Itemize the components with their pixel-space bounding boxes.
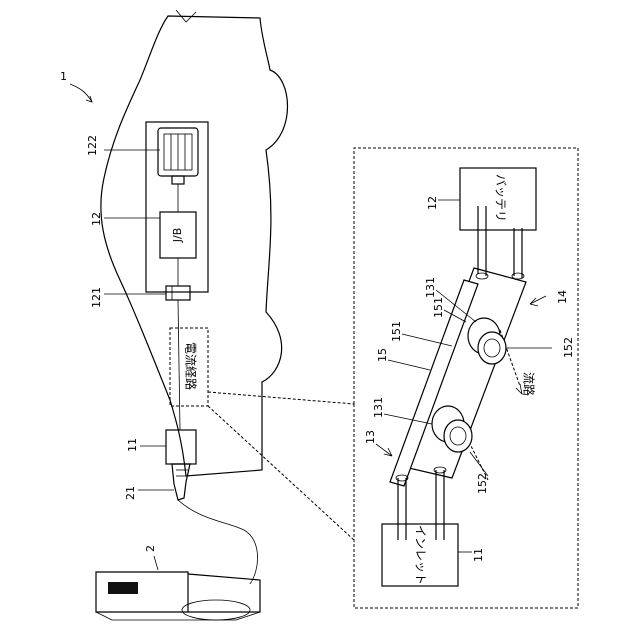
detail-battery: バッテリ <box>460 168 536 230</box>
vehicle-label-group: 1 <box>60 70 92 102</box>
label-131-b: 131 <box>372 397 385 418</box>
vehicle-label: 1 <box>60 70 67 83</box>
label-12-left: 12 <box>90 212 103 226</box>
battery-pack: J/B <box>146 122 208 300</box>
inlet <box>166 430 196 464</box>
inlet-text: インレット <box>414 525 428 585</box>
label-12-right: 12 <box>426 196 439 210</box>
charging-plug <box>172 464 258 584</box>
charger-display <box>108 582 138 594</box>
charger <box>96 572 260 620</box>
label-152-a: 152 <box>562 337 575 358</box>
vehicle-outline <box>101 10 288 476</box>
label-11-left: 11 <box>126 438 139 452</box>
label-21: 21 <box>124 486 137 500</box>
battery-text: バッテリ <box>494 174 508 222</box>
label-15: 15 <box>376 348 389 362</box>
label-122: 122 <box>86 135 99 156</box>
label-11-right: 11 <box>472 548 485 562</box>
label-2: 2 <box>144 545 157 552</box>
label-13: 13 <box>364 430 377 444</box>
label-152-b: 152 <box>476 473 489 494</box>
label-131-a: 131 <box>424 277 437 298</box>
current-path-text: 電流経路 <box>184 342 199 390</box>
detail-inlet: インレット <box>382 524 458 586</box>
jb-label: J/B <box>171 228 184 244</box>
label-151-b: 151 <box>390 321 403 342</box>
current-path-box: 電流経路 <box>170 328 208 406</box>
label-121: 121 <box>90 287 103 308</box>
battery-cells-icon <box>164 134 192 170</box>
label-14: 14 <box>556 290 569 304</box>
flow-path-text: 流路 <box>522 372 537 396</box>
left-reference-labels: 122 12 121 11 21 2 <box>86 135 174 570</box>
label-151-a: 151 <box>432 297 445 318</box>
busbar-assembly <box>390 206 526 540</box>
